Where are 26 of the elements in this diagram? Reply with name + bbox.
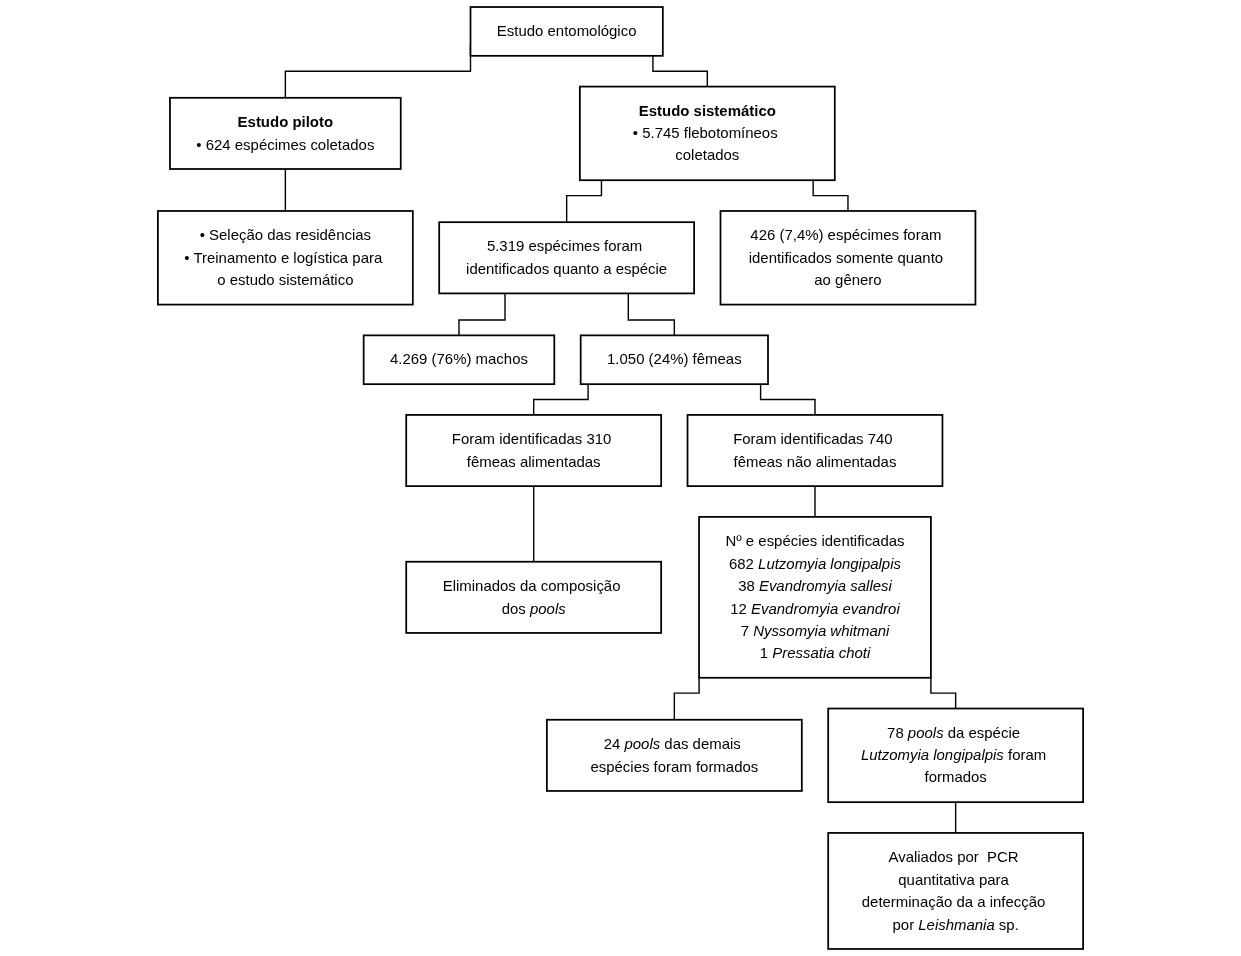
connector xyxy=(652,55,708,88)
node-box: Nº e espécies identificadas 682 Lutzomyia longipalpis 38 Evandromyia sallesi 12 Evandromyia evandroi 7 Nyssomyia whitmani 1 Pressatia choti xyxy=(698,516,932,679)
node-box: • Seleção das residências • Treinamento e logística para o estudo sistemático xyxy=(157,210,414,306)
node-box: 5.319 espécimes foram identificados quanto a espécie xyxy=(438,221,695,295)
node-box: 24 pools das demais espécies foram formados xyxy=(546,718,803,792)
connector xyxy=(533,383,589,416)
node-box: Eliminados da composição dos pools xyxy=(405,560,663,634)
node-box: Foram identificadas 310 fêmeas alimentadas xyxy=(405,414,663,487)
connector xyxy=(954,801,957,834)
node-box: Estudo entomológico xyxy=(469,6,664,57)
node-box: Estudo piloto • 624 espécimes coletados xyxy=(169,96,402,170)
connector xyxy=(812,179,849,212)
node-box: 426 (7,4%) espécimes foram identificados somente quanto ao gênero xyxy=(719,210,977,306)
connector xyxy=(627,292,676,337)
connector xyxy=(533,485,535,563)
connector xyxy=(814,485,816,518)
node-box: Avaliados por PCR quantitativa para determinação da a infecção por Leishmania sp. xyxy=(827,832,1084,950)
node-box: Estudo sistemático • 5.745 flebotomíneos coletados xyxy=(578,85,836,182)
node-box: 78 pools da espécie Lutzomyia longipalpis foram formados xyxy=(827,707,1084,804)
connector xyxy=(759,383,816,416)
connector xyxy=(284,168,287,212)
connector xyxy=(458,292,506,337)
node-box: 1.050 (24%) fêmeas xyxy=(579,334,769,386)
connector xyxy=(565,179,603,223)
node-box: Foram identificadas 740 fêmeas não alimentadas xyxy=(686,414,944,487)
node-box: 4.269 (76%) machos xyxy=(362,334,556,386)
